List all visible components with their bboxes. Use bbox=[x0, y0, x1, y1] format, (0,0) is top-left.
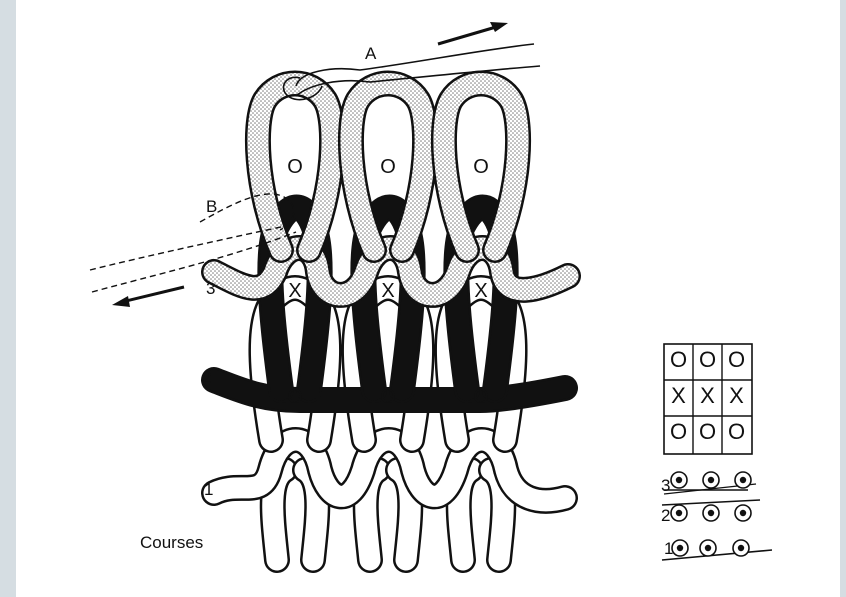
needle-row-1-label: 1 bbox=[664, 539, 673, 559]
loop-marker: O bbox=[380, 386, 396, 408]
course-3-label: 3 bbox=[206, 279, 215, 299]
loop-marker: O bbox=[473, 386, 489, 408]
arrow-left-icon bbox=[126, 287, 184, 301]
grid-cell: O bbox=[664, 344, 693, 375]
loop-marker: O bbox=[287, 386, 303, 408]
grid-cell: X bbox=[693, 380, 722, 411]
courses-caption: Courses bbox=[140, 533, 203, 553]
arrow-right-icon bbox=[438, 27, 496, 44]
loop-marker: X bbox=[474, 280, 487, 302]
course-2-label: 2 bbox=[202, 368, 211, 388]
needle-notation bbox=[662, 472, 772, 560]
arrow-left-head bbox=[112, 296, 130, 307]
loop-marker: O bbox=[380, 156, 396, 178]
grid-cell: O bbox=[664, 416, 693, 447]
grid-cell: O bbox=[693, 416, 722, 447]
loop-marker: O bbox=[473, 156, 489, 178]
grid-cell: O bbox=[693, 344, 722, 375]
grid-cell: O bbox=[722, 344, 751, 375]
grid-cell: O bbox=[722, 416, 751, 447]
loop-marker: X bbox=[381, 280, 394, 302]
loop-marker: O bbox=[287, 156, 303, 178]
loop-marker: X bbox=[288, 280, 301, 302]
grid-cell: X bbox=[664, 380, 693, 411]
yarn-b-label: B bbox=[206, 197, 217, 217]
course-1-white-loops bbox=[214, 440, 565, 560]
course-1-label: 1 bbox=[204, 480, 213, 500]
arrow-right-head bbox=[490, 22, 508, 32]
grid-cell: X bbox=[722, 380, 751, 411]
needle-row-3-label: 3 bbox=[661, 476, 670, 496]
needle-row-1 bbox=[662, 540, 772, 560]
needle-row-2-label: 2 bbox=[661, 506, 670, 526]
needle-row-2 bbox=[662, 500, 760, 521]
yarn-a-label: A bbox=[365, 44, 376, 64]
needle-row-3 bbox=[664, 472, 756, 494]
